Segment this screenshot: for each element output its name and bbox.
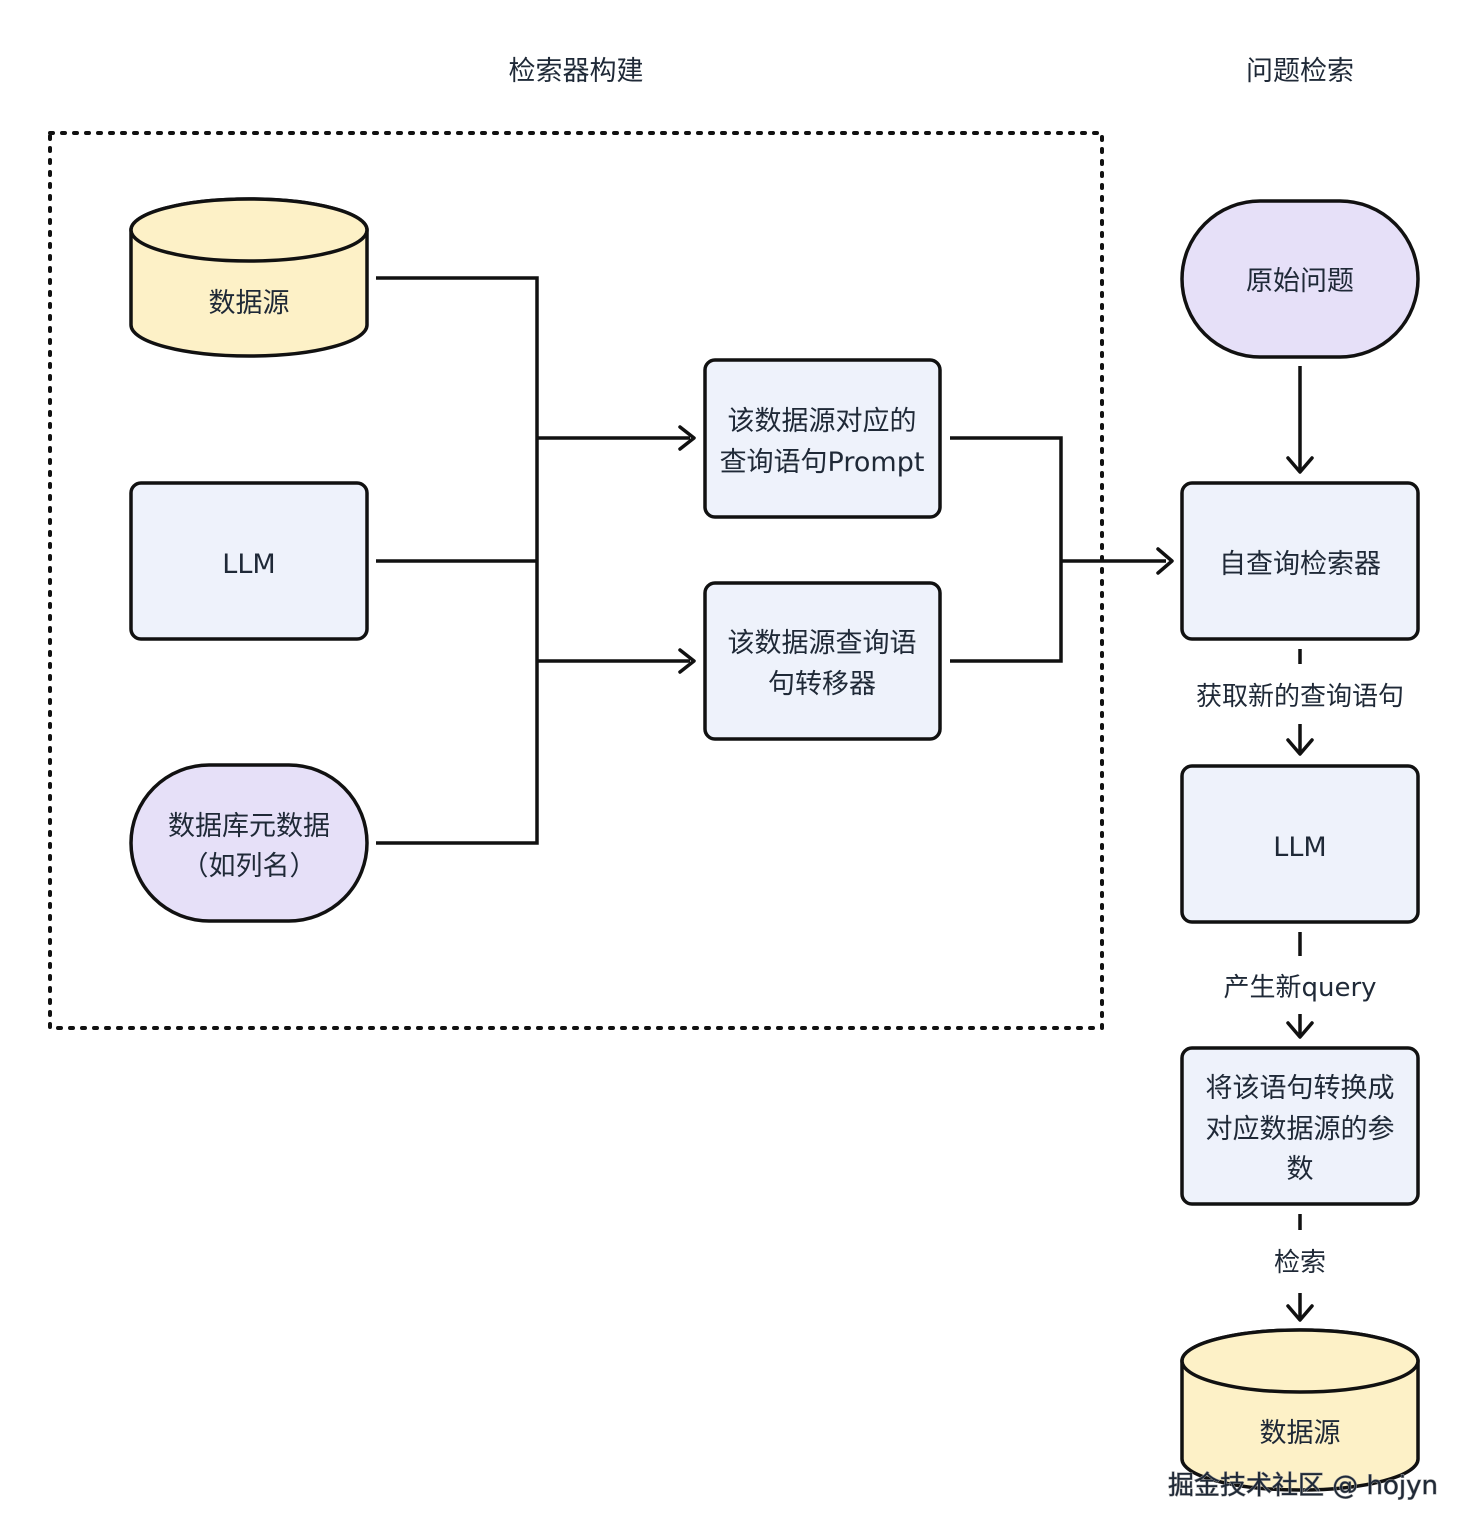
edge-label-get-new-query: 获取新的查询语句 bbox=[1196, 682, 1404, 712]
retriever-label: 自查询检索器 bbox=[1219, 549, 1381, 580]
convert-node: 将该语句转换成 对应数据源的参 数 bbox=[1180, 1046, 1420, 1206]
question-node: 原始问题 bbox=[1180, 199, 1420, 359]
llm-to-convert-edge bbox=[1286, 932, 1314, 1039]
metadata-label-line-2: （如列名） bbox=[182, 851, 317, 882]
metadata-node: 数据库元数据 （如列名） bbox=[129, 763, 369, 923]
convert-label-line-1: 将该语句转换成 bbox=[1206, 1073, 1395, 1104]
input-connectors bbox=[376, 276, 696, 845]
convert-to-datasource-edge bbox=[1286, 1214, 1314, 1322]
section-title-question-retrieval: 问题检索 bbox=[1246, 56, 1354, 87]
question-to-retriever-edge bbox=[1286, 366, 1314, 474]
retriever-connectors bbox=[950, 436, 1174, 663]
edge-label-generate-query: 产生新query bbox=[1223, 973, 1376, 1003]
metadata-label-line-1: 数据库元数据 bbox=[168, 811, 330, 842]
llm-left-label: LLM bbox=[222, 549, 275, 580]
arrowhead-to-translator bbox=[678, 648, 696, 674]
edge-label-retrieve: 检索 bbox=[1274, 1248, 1326, 1278]
convert-label-line-2: 对应数据源的参 bbox=[1206, 1114, 1395, 1145]
prompt-node: 该数据源对应的 查询语句Prompt bbox=[703, 358, 942, 519]
translator-label-line-1: 该数据源查询语 bbox=[728, 628, 917, 659]
section-title-retriever-build: 检索器构建 bbox=[509, 56, 644, 87]
retriever-to-llm-edge bbox=[1286, 649, 1314, 756]
llm-right-label: LLM bbox=[1273, 832, 1326, 863]
llm-node-left: LLM bbox=[129, 481, 369, 641]
prompt-label-line-2: 查询语句Prompt bbox=[720, 447, 925, 478]
prompt-label-line-1: 该数据源对应的 bbox=[728, 406, 917, 437]
translator-label-line-2: 句转移器 bbox=[768, 669, 876, 700]
datasource-node-left: 数据源 bbox=[129, 197, 369, 358]
convert-label-line-3: 数 bbox=[1287, 1154, 1314, 1185]
datasource-left-label: 数据源 bbox=[209, 288, 290, 319]
datasource-right-label: 数据源 bbox=[1260, 1418, 1341, 1449]
retriever-build-group bbox=[48, 131, 1104, 1030]
watermark: 掘金技术社区 @ hojyn bbox=[1168, 1471, 1438, 1501]
datasource-node-right: 数据源 bbox=[1180, 1328, 1420, 1492]
llm-node-right: LLM bbox=[1180, 764, 1420, 924]
arrowhead-to-retriever bbox=[1156, 547, 1174, 575]
retriever-node: 自查询检索器 bbox=[1180, 481, 1420, 641]
translator-node: 该数据源查询语 句转移器 bbox=[703, 581, 942, 741]
arrowhead-to-prompt bbox=[678, 425, 696, 451]
question-label: 原始问题 bbox=[1246, 266, 1354, 297]
